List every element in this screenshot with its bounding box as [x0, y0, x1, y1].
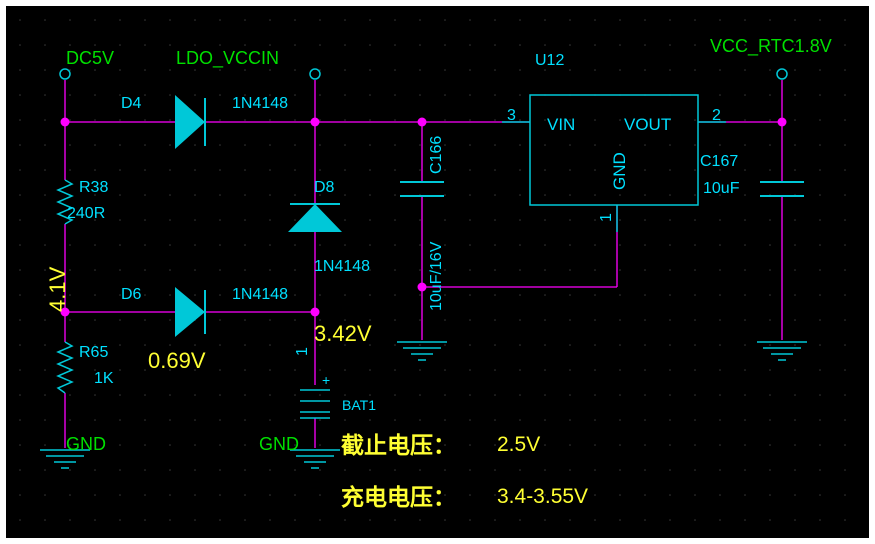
- d4-value-label: 1N4148: [232, 95, 288, 112]
- junction-dot: [310, 117, 320, 127]
- battery-icon: [300, 389, 330, 419]
- u12-gnd-pin-label: GND: [610, 152, 629, 190]
- junction-dot: [417, 117, 427, 127]
- d6-value-label: 1N4148: [232, 286, 288, 303]
- dc5v-net-label: DC5V: [66, 48, 114, 68]
- c166-ref-label: C166: [428, 136, 445, 174]
- vcc-rtc-port-icon: [776, 68, 788, 80]
- d8-value-label: 1N4148: [314, 258, 370, 275]
- c166-capacitor-icon: [400, 181, 444, 197]
- dc5v-port-icon: [59, 68, 71, 80]
- junction-dot: [60, 307, 70, 317]
- junction-dot: [417, 282, 427, 292]
- cutoff-voltage-label: 截止电压：: [341, 432, 456, 458]
- gnd-mid-icon: [290, 449, 340, 469]
- d8-ref-label: D8: [314, 179, 335, 196]
- c166-value-label: 10uF/16V: [428, 241, 445, 311]
- charge-voltage-value: 3.4-3.55V: [497, 485, 588, 508]
- c167-capacitor-icon: [760, 181, 804, 197]
- d4-ref-label: D4: [121, 95, 142, 112]
- u12-pin-gnd-number: 1: [598, 213, 615, 222]
- r65-ref-label: R65: [79, 344, 108, 361]
- bat1-pin-number: 1: [294, 347, 311, 356]
- junctions: [60, 117, 787, 317]
- u12-pin-vout-number: 2: [712, 107, 721, 124]
- cutoff-voltage-value: 2.5V: [497, 433, 540, 456]
- vcc-rtc-net-label: VCC_RTC1.8V: [710, 36, 832, 57]
- d4-diode-icon: [175, 95, 206, 149]
- u12-vout-pin-label: VOUT: [624, 115, 671, 134]
- r38-ref-label: R38: [79, 179, 108, 196]
- r38-resistor-icon: [56, 179, 74, 225]
- ldo-vccin-port-icon: [309, 68, 321, 80]
- u12-vin-pin-label: VIN: [547, 115, 575, 134]
- gnd-c167-icon: [757, 341, 807, 361]
- ldo-vccin-net-label: LDO_VCCIN: [176, 48, 279, 69]
- d6-diode-icon: [175, 287, 206, 337]
- gnd-left-icon: [40, 449, 90, 469]
- charge-voltage-label: 充电电压：: [341, 484, 456, 510]
- voltage-annotation-4v1: 4.1V: [45, 266, 70, 312]
- c167-ref-label: C167: [700, 153, 738, 170]
- junction-dot: [310, 307, 320, 317]
- gnd-c166-icon: [397, 341, 447, 361]
- r65-resistor-icon: [56, 341, 74, 394]
- bat1-plus-label: +: [322, 372, 330, 388]
- schematic-frame: [6, 6, 869, 538]
- bat1-ref-label: BAT1: [342, 397, 376, 413]
- symbols: [40, 68, 807, 469]
- junction-dot: [777, 117, 787, 127]
- u12-pin-vin-number: 3: [507, 107, 516, 124]
- c167-value-label: 10uF: [703, 180, 740, 197]
- gnd-left-net-label: GND: [66, 434, 106, 454]
- d8-diode-icon: [288, 203, 342, 232]
- r65-value-label: 1K: [94, 370, 114, 387]
- wires: [64, 80, 783, 448]
- voltage-annotation-battery: 3.42V: [314, 321, 372, 346]
- d6-ref-label: D6: [121, 286, 142, 303]
- gnd-mid-net-label: GND: [259, 434, 299, 454]
- junction-dot: [60, 117, 70, 127]
- u12-ref-label: U12: [535, 52, 564, 69]
- voltage-annotation-diode: 0.69V: [148, 348, 206, 373]
- u12-chip-body: [529, 94, 699, 206]
- r38-value-label: 240R: [67, 205, 105, 222]
- grid-dots: [19, 19, 846, 521]
